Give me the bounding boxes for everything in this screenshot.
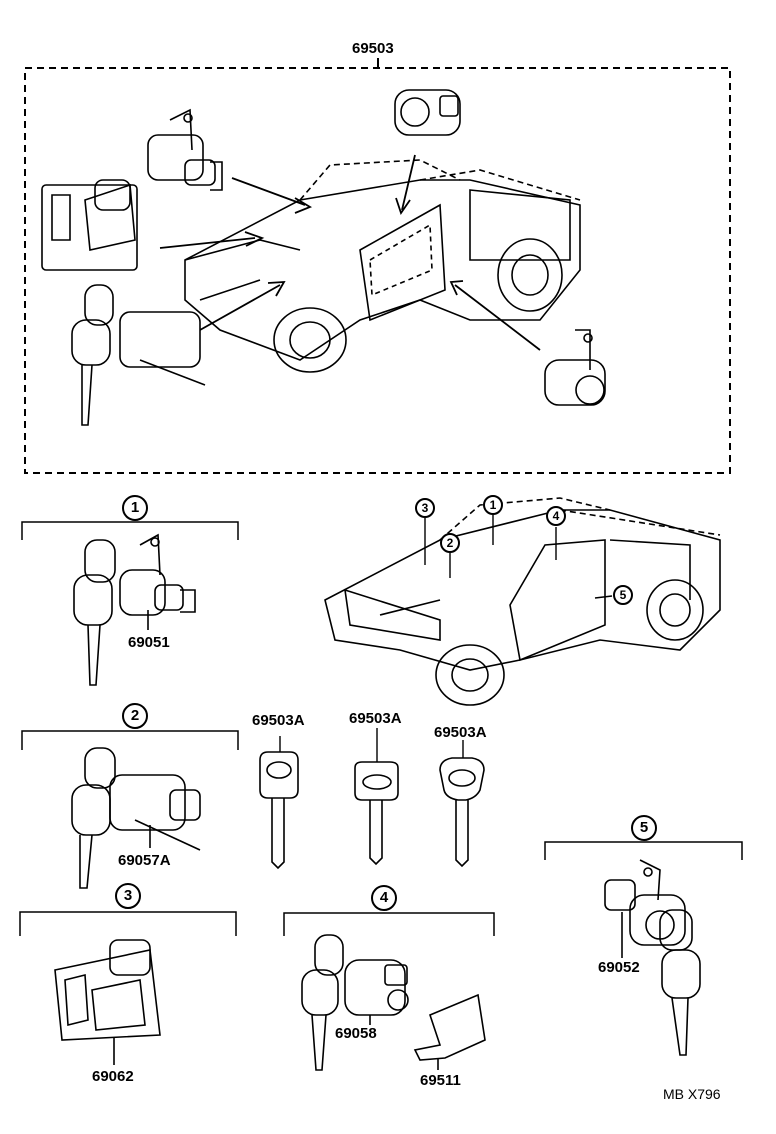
group-5-part-number: 69052 (598, 959, 640, 976)
truck-callout-3: 3 (415, 498, 435, 518)
group-2-illustration (71, 747, 201, 889)
top-ignition-cylinder (147, 108, 223, 191)
group-3-callout: 3 (115, 883, 141, 909)
group-brackets (19, 521, 743, 936)
key-blank-1-part-number: 69503A (252, 712, 305, 729)
key-blank-2-part-number: 69503A (349, 710, 402, 727)
top-truck-illustration (184, 159, 581, 373)
pointer-arrows (159, 154, 541, 351)
group-2-part-number: 69057A (118, 852, 171, 869)
group-3-illustration (54, 939, 161, 1065)
top-door-cylinder-upper (394, 89, 461, 136)
assembly-part-number: 69503 (352, 40, 394, 57)
group-4-callout: 4 (371, 885, 397, 911)
key-blank-3 (439, 757, 485, 868)
group-4-illustration (301, 934, 486, 1071)
key-blank-2 (354, 761, 399, 866)
truck-callout-4: 4 (546, 506, 566, 526)
key-blank-leaders (279, 728, 464, 762)
group-5-callout: 5 (631, 815, 657, 841)
group-1-illustration (73, 533, 196, 686)
diagram-code: MB X796 (663, 1086, 721, 1102)
truck-callout-2: 2 (440, 533, 460, 553)
top-glovebox-lock (41, 179, 138, 271)
group-1-part-number: 69051 (128, 634, 170, 651)
key-blank-3-part-number: 69503A (434, 724, 487, 741)
group-3-part-number: 69062 (92, 1068, 134, 1085)
truck-callout-5: 5 (613, 585, 633, 605)
right-truck-leaders (424, 515, 613, 599)
group-5-illustration (604, 859, 701, 1056)
top-key-and-cylinder (71, 284, 206, 426)
key-blank-1 (259, 751, 299, 870)
group-4-part-number-cylinder: 69058 (335, 1025, 377, 1042)
right-truck-illustration (324, 497, 721, 706)
truck-callout-1: 1 (483, 495, 503, 515)
group-2-callout: 2 (122, 703, 148, 729)
group-4-part-number-clip: 69511 (420, 1072, 461, 1089)
group-1-callout: 1 (122, 495, 148, 521)
top-door-cylinder-lower (544, 329, 606, 406)
